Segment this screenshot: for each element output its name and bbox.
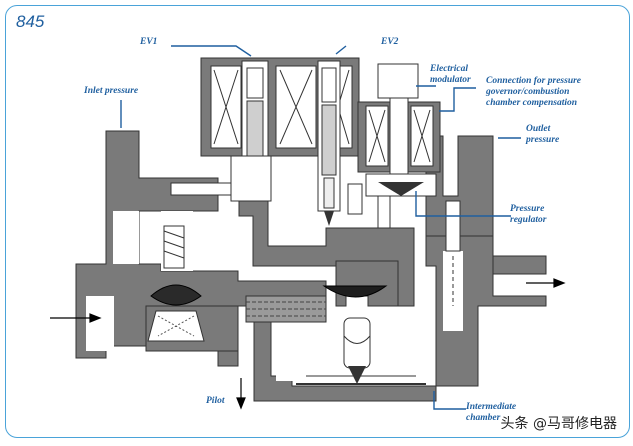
label-ev2: EV2 — [381, 37, 399, 47]
pressure-regulator — [377, 195, 461, 306]
leader-lines — [120, 45, 521, 410]
figure-number: 845 — [16, 12, 45, 31]
label-ev1: EV1 — [140, 37, 158, 47]
electrical-modulator — [347, 63, 441, 215]
filter-mesh — [245, 295, 327, 323]
label-connection: Connection for pressure governor/combust… — [486, 76, 582, 108]
main-valve-left — [147, 225, 205, 342]
intermediate-spring — [296, 375, 426, 385]
label-pressure-regulator: Pressure regulator — [510, 204, 547, 225]
center-diaphragm — [322, 285, 388, 384]
watermark: 头条 @马哥修电器 — [500, 416, 617, 432]
flow-arrows — [50, 278, 566, 410]
ev1-tube — [170, 155, 272, 202]
valve-diagram — [50, 45, 566, 410]
label-intermediate-chamber: Intermediate chamber — [466, 402, 517, 423]
label-pilot: Pilot — [206, 396, 225, 406]
diagram-frame: 845 — [5, 5, 630, 438]
label-inlet-pressure: Inlet pressure — [84, 86, 139, 96]
label-outlet-pressure: Outlet pressure — [526, 124, 560, 145]
label-electrical-modulator: Electrical modulator — [430, 64, 471, 85]
coil-ev1-ev2 — [200, 57, 360, 226]
